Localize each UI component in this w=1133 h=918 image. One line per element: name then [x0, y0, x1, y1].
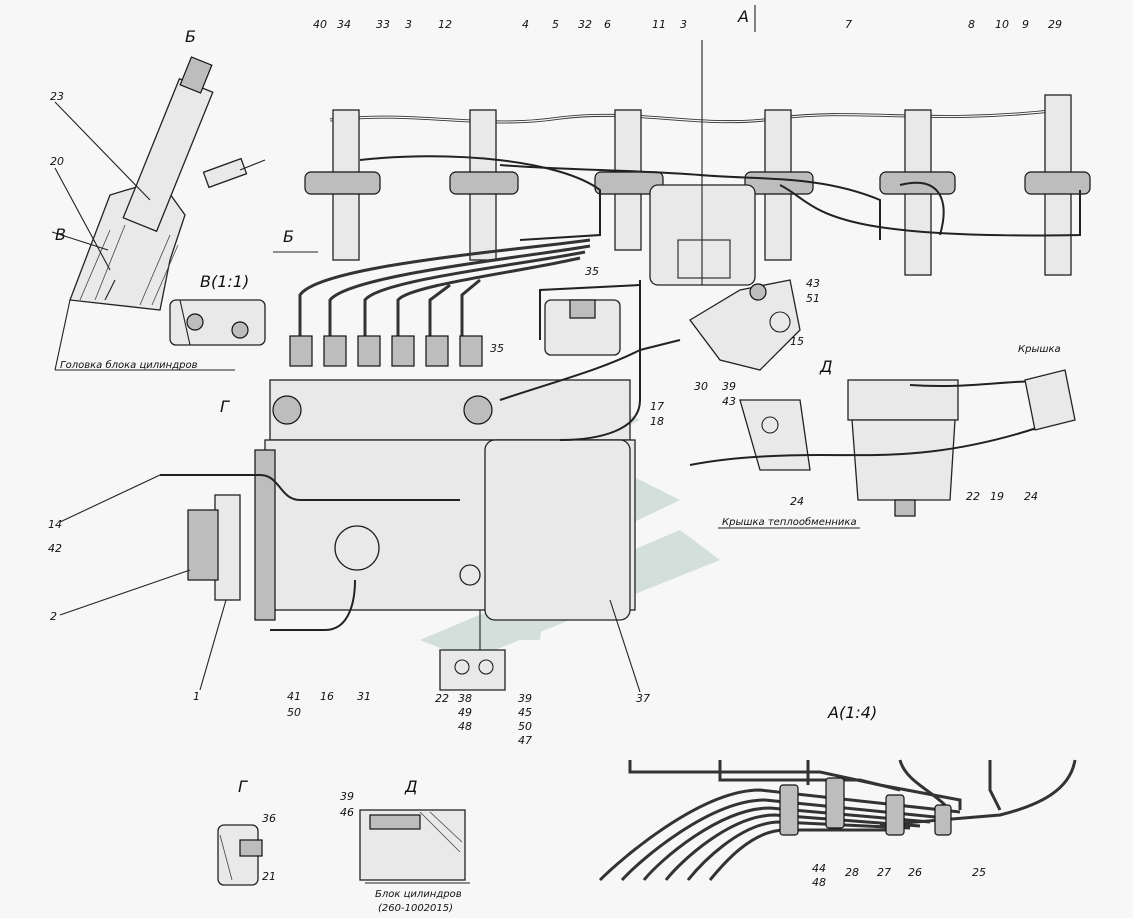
callout-39a: 39: [722, 380, 736, 393]
callout-44: 44: [812, 862, 826, 875]
view-g-marker: Г: [220, 397, 230, 416]
view-b-marker: Б: [283, 227, 294, 246]
injector-1: [304, 109, 381, 261]
callout-5: 5: [552, 18, 559, 31]
callout-48b: 48: [812, 876, 826, 889]
callout-32: 32: [578, 18, 592, 31]
callout-23: 23: [50, 90, 64, 103]
injector-6: [1024, 94, 1091, 276]
callout-35b: 35: [490, 342, 504, 355]
callout-37: 37: [636, 692, 650, 705]
callout-36: 36: [262, 812, 276, 825]
callout-33: 33: [376, 18, 390, 31]
callout-34: 34: [337, 18, 351, 31]
callout-12: 12: [438, 18, 452, 31]
heat-exchanger-cover-note: Крышка теплообменника: [722, 516, 857, 528]
callout-29: 29: [1048, 18, 1062, 31]
callout-49: 49: [458, 706, 472, 719]
callout-3b: 3: [680, 18, 687, 31]
callout-50b: 50: [518, 720, 532, 733]
callout-38: 38: [458, 692, 472, 705]
callout-20: 20: [50, 155, 64, 168]
view-d-detail: [359, 809, 470, 884]
injector-3: [594, 109, 664, 251]
callout-30: 30: [694, 380, 708, 393]
callout-41: 41: [287, 690, 301, 703]
callout-16: 16: [320, 690, 334, 703]
cylinder-block-note: Блок цилиндров: [375, 889, 462, 900]
callout-10: 10: [995, 18, 1009, 31]
fine-filter: [819, 369, 1076, 517]
callout-18: 18: [650, 415, 664, 428]
delivery-valve-holders: [289, 335, 483, 367]
view-g-detail: [217, 824, 263, 886]
view-d-label: Д: [404, 777, 418, 796]
view-v-detail: [169, 299, 266, 346]
injector-row: [304, 40, 1091, 286]
callout-39b: 39: [518, 692, 532, 705]
callout-22b: 22: [966, 490, 980, 503]
view-b-injector-section: [51, 56, 266, 371]
callout-26: 26: [908, 866, 922, 879]
view-a-marker: А: [737, 7, 749, 26]
cylinder-head-note: Головка блока цилиндров: [60, 359, 198, 371]
callout-46: 46: [340, 806, 354, 819]
callout-24b: 24: [1024, 490, 1038, 503]
callouts: 40 34 33 3 12 4 5 32 6 11 3 7 8 10 9 29 …: [48, 18, 1062, 889]
callout-47: 47: [518, 734, 532, 747]
callout-14: 14: [48, 518, 62, 531]
view-a-scale-label: А(1:4): [827, 703, 877, 722]
callout-31: 31: [357, 690, 371, 703]
injector-2: [449, 109, 519, 261]
injection-pump: [160, 280, 681, 631]
callout-4: 4: [522, 18, 529, 31]
callout-21: 21: [262, 870, 276, 883]
callout-7: 7: [845, 18, 852, 31]
callout-25: 25: [972, 866, 986, 879]
callout-19: 19: [990, 490, 1004, 503]
callout-35a: 35: [585, 265, 599, 278]
callout-22a: 22: [435, 692, 449, 705]
callout-43a: 43: [806, 277, 820, 290]
callout-1: 1: [193, 690, 200, 703]
bracket-right: [689, 279, 821, 471]
cover-note: Крышка: [1018, 344, 1061, 355]
callout-50a: 50: [287, 706, 301, 719]
callout-24a: 24: [790, 495, 804, 508]
callout-42: 42: [48, 542, 62, 555]
view-v-scale-label: В(1:1): [200, 272, 249, 291]
callout-11: 11: [652, 18, 666, 31]
high-pressure-lines: [298, 238, 591, 340]
callout-51: 51: [806, 292, 820, 305]
callout-43b: 43: [722, 395, 736, 408]
callout-39c: 39: [340, 790, 354, 803]
view-v-marker: В: [55, 225, 66, 244]
callout-17: 17: [650, 400, 664, 413]
view-g-label: Г: [238, 777, 248, 796]
callout-48a: 48: [458, 720, 472, 733]
callout-40: 40: [313, 18, 327, 31]
callout-28: 28: [845, 866, 859, 879]
view-d-marker: Д: [819, 357, 833, 376]
callout-3a: 3: [405, 18, 412, 31]
mounting-bracket: [439, 610, 506, 691]
callout-45: 45: [518, 706, 532, 719]
view-b-label: Б: [185, 27, 196, 46]
callout-8: 8: [968, 18, 975, 31]
callout-6: 6: [604, 18, 611, 31]
callout-9: 9: [1022, 18, 1029, 31]
cylinder-block-code: (260-1002015): [378, 903, 453, 914]
view-a-pipe-bundle: [598, 759, 1077, 882]
callout-15: 15: [790, 335, 804, 348]
injector-5: [879, 109, 956, 276]
callout-27: 27: [877, 866, 891, 879]
callout-2: 2: [50, 610, 57, 623]
